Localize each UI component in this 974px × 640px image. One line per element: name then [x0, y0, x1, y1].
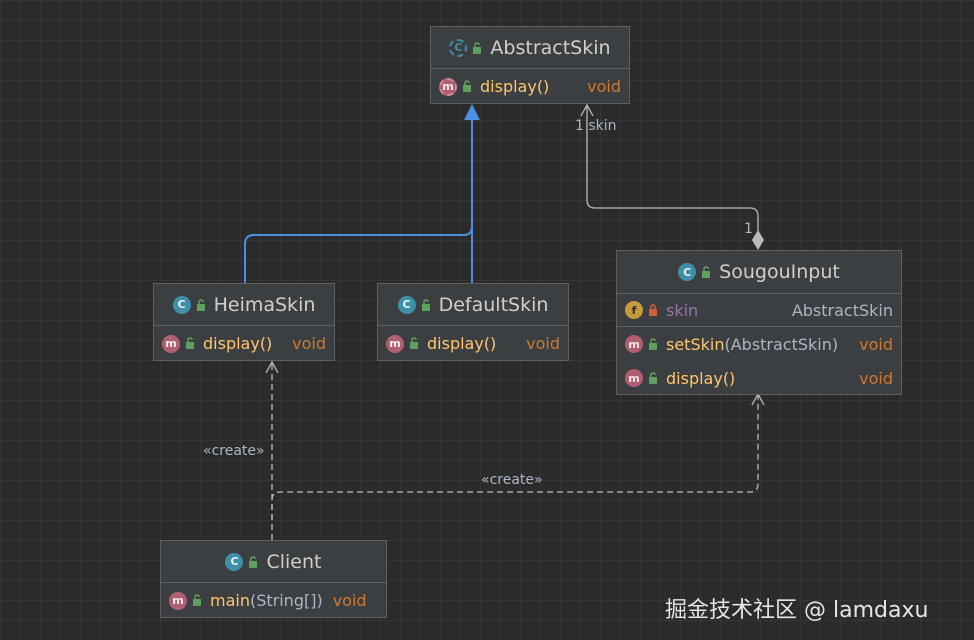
method-icon: m [625, 369, 643, 387]
aggregation-diamond [752, 230, 764, 250]
method-name: display() [427, 334, 497, 353]
public-unlock-icon [248, 551, 258, 573]
method-row[interactable]: m setSkin(AbstractSkin) void [617, 327, 901, 361]
create-arrowhead-heima [265, 360, 279, 374]
aggregation-multiplicity: 1 [744, 221, 753, 237]
method-name: setSkin [666, 334, 725, 354]
class-icon: C [172, 295, 191, 314]
public-unlock-icon [462, 77, 472, 96]
public-unlock-icon [421, 294, 431, 316]
public-unlock-icon [472, 37, 482, 59]
method-row[interactable]: m display() void [431, 69, 629, 104]
method-row[interactable]: m main(String[]) void [161, 583, 386, 618]
field-icon: f [625, 301, 643, 319]
abstract-class-icon: C [449, 38, 468, 57]
method-row[interactable]: m display() void [154, 326, 334, 361]
class-icon: C [678, 263, 697, 281]
method-row[interactable]: m display() void [617, 361, 901, 395]
method-name: display() [203, 334, 273, 353]
return-type: void [587, 77, 621, 96]
class-name: SougouInput [719, 261, 840, 283]
class-header[interactable]: C HeimaSkin [154, 284, 334, 326]
public-unlock-icon [648, 335, 658, 354]
class-name: Client [266, 550, 322, 573]
method-name: main [210, 591, 250, 610]
class-client[interactable]: C Client m main(String[]) void [160, 540, 387, 618]
method-icon: m [162, 334, 180, 353]
create-edge-sougou [271, 394, 759, 520]
class-name: HeimaSkin [213, 293, 316, 316]
class-header[interactable]: C AbstractSkin [431, 27, 629, 69]
method-row[interactable]: m display() void [378, 326, 568, 361]
field-type: AbstractSkin [791, 300, 893, 320]
public-unlock-icon [196, 294, 206, 316]
aggregation-role-label: 1 skin [575, 118, 617, 134]
aggregation-edge [586, 106, 759, 232]
aggregation-arrowhead [580, 103, 594, 117]
method-params: (AbstractSkin) [724, 334, 839, 354]
class-header[interactable]: C SougouInput [617, 251, 901, 294]
static-method-icon: m [169, 591, 187, 610]
return-type: void [859, 368, 893, 388]
return-type: void [332, 591, 367, 610]
method-params: (String[]) [249, 591, 323, 610]
class-sougou-input[interactable]: C SougouInput f skin AbstractSkin m setS… [616, 250, 902, 395]
public-unlock-icon [192, 591, 202, 610]
class-name: DefaultSkin [438, 293, 549, 316]
inheritance-arrowhead [464, 104, 480, 120]
field-name: skin [666, 300, 699, 320]
class-default-skin[interactable]: C DefaultSkin m display() void [377, 283, 569, 361]
method-icon: m [386, 334, 404, 353]
method-name: display() [480, 77, 550, 96]
return-type: void [526, 334, 560, 353]
method-name: display() [666, 368, 736, 388]
method-icon: m [625, 335, 643, 353]
abstract-method-icon: m [439, 77, 457, 96]
create-label-sougou: «create» [481, 472, 543, 488]
return-type: void [292, 334, 326, 353]
class-header[interactable]: C Client [161, 541, 386, 583]
return-type: void [859, 334, 893, 354]
public-unlock-icon [185, 334, 195, 353]
public-unlock-icon [409, 334, 419, 353]
runnable-class-icon: C [225, 552, 244, 571]
class-icon: C [397, 295, 416, 314]
public-unlock-icon [648, 369, 658, 388]
class-header[interactable]: C DefaultSkin [378, 284, 568, 326]
watermark: 掘金技术社区 @ lamdaxu [665, 598, 929, 623]
class-heima-skin[interactable]: C HeimaSkin m display() void [153, 283, 335, 361]
field-row[interactable]: f skin AbstractSkin [617, 294, 901, 327]
inheritance-edge-heima [244, 118, 473, 283]
create-label-heima: «create» [203, 443, 265, 459]
private-lock-icon [648, 301, 658, 320]
class-name: AbstractSkin [490, 36, 611, 59]
public-unlock-icon [701, 261, 711, 283]
class-abstract-skin[interactable]: C AbstractSkin m display() void [430, 26, 630, 104]
